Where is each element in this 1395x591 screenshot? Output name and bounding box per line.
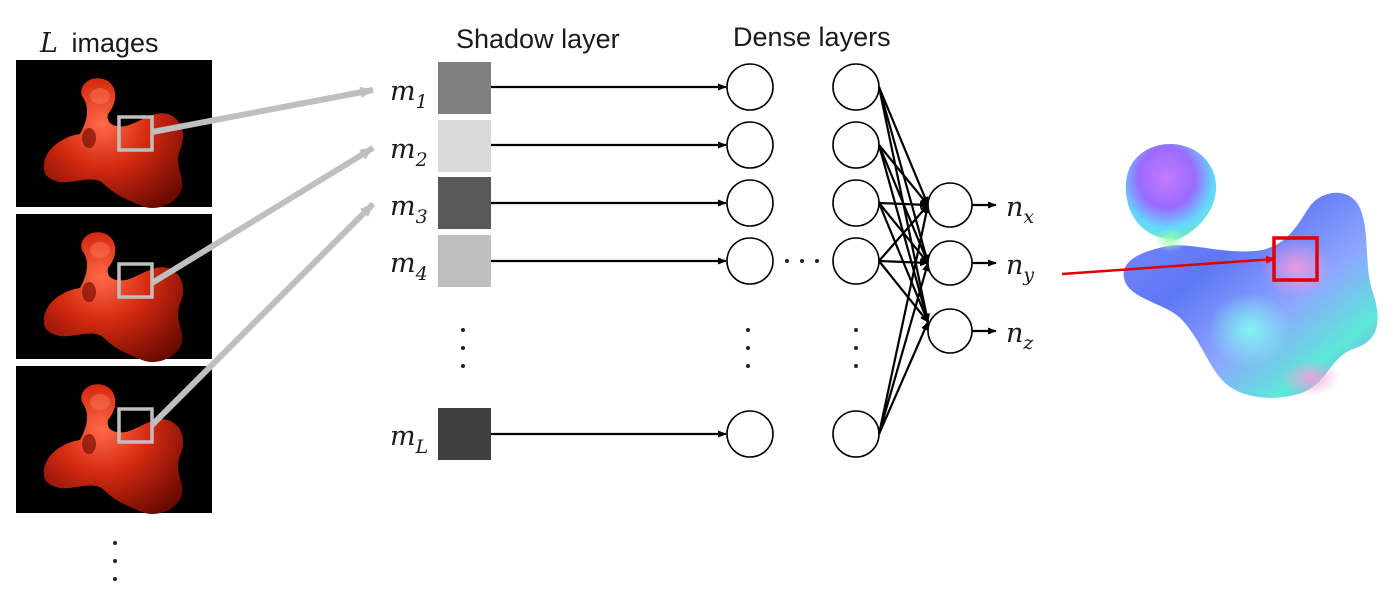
images-ellipsis [113,541,117,581]
output-label-nz: nz [1006,318,1034,354]
normal-map-object [1123,144,1378,398]
output-label-ny: ny [1006,250,1034,286]
image-patch-3 [117,407,154,444]
shadow-label-m2: m2 [390,134,428,171]
images-count-variable: L [39,28,58,59]
images-word: images [71,28,158,58]
shadow-label-m1: m1 [390,76,428,113]
image-patch-1 [117,115,154,152]
input-image-3 [16,366,212,514]
dense-vertical-ellipsis [746,328,858,368]
shadow-label-mL: mL [390,421,428,458]
shadow-cell-m1 [438,62,491,114]
images-title: L images [39,28,159,59]
dense-layer-last [832,63,880,458]
dense-layer-first [726,63,774,458]
normal-pointer-arrow [1061,255,1276,276]
shadow-cell-m2 [438,120,491,172]
patch-arrow-2 [150,145,375,286]
shadow-label-m3: m3 [390,191,428,228]
shadow-ellipsis [461,328,465,368]
dense-layer-ellipsis [785,259,819,263]
shadow-cell-m3 [438,177,491,229]
dense-layers-title: Dense layers [733,22,891,52]
shadow-label-m4: m4 [390,248,428,285]
shadow-cell-m4 [438,235,491,287]
patch-arrow-3 [149,201,376,428]
shadow-layer-title: Shadow layer [456,24,620,54]
output-label-nx: nx [1006,192,1034,228]
input-image-2 [16,214,212,362]
shadow-cell-mL [438,408,491,460]
patch-arrow-1 [151,86,375,135]
input-image-1 [16,60,212,208]
output-connections [877,86,930,435]
output-layer [927,182,973,354]
